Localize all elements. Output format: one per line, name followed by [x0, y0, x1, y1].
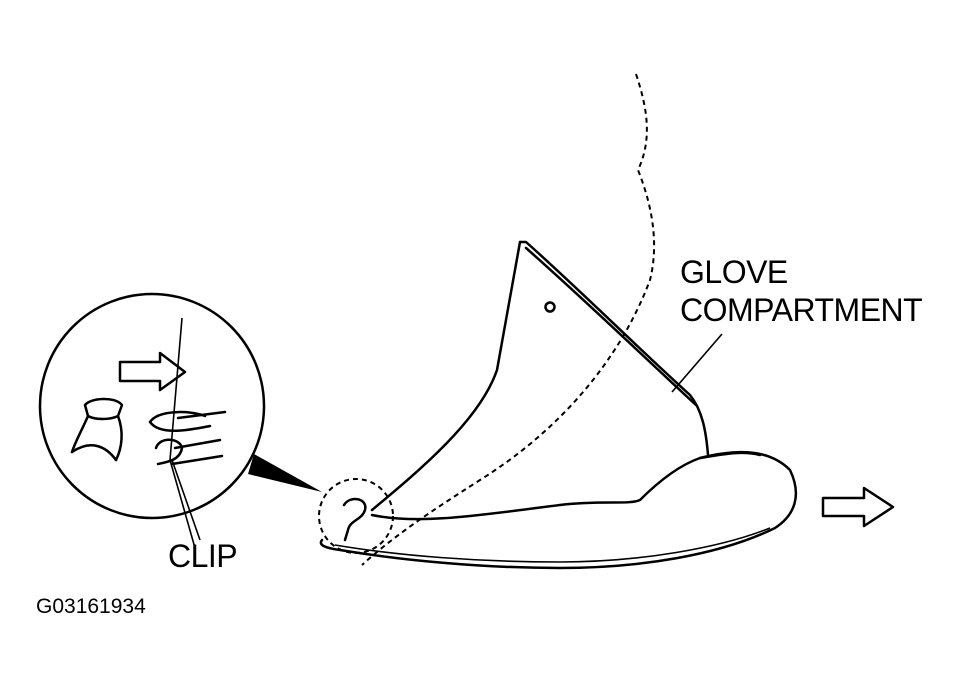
magnifier-pointer [248, 454, 322, 492]
leader-clip [171, 459, 201, 541]
glove-compartment-label-line1: GLOVE [680, 254, 788, 290]
clip-small [342, 497, 367, 542]
clip-detail-circle [318, 478, 394, 554]
glove-compartment-label-line2: COMPARTMENT [680, 292, 923, 328]
dashboard-outline-dashed [361, 73, 656, 566]
figure-id: G03161934 [36, 595, 146, 618]
clip-label: CLIP [168, 538, 238, 574]
leader-glove-compartment [671, 333, 723, 393]
glove-compartment [319, 240, 798, 570]
detail-magnifier-icon [38, 292, 266, 549]
arrow-right-icon [821, 486, 895, 528]
